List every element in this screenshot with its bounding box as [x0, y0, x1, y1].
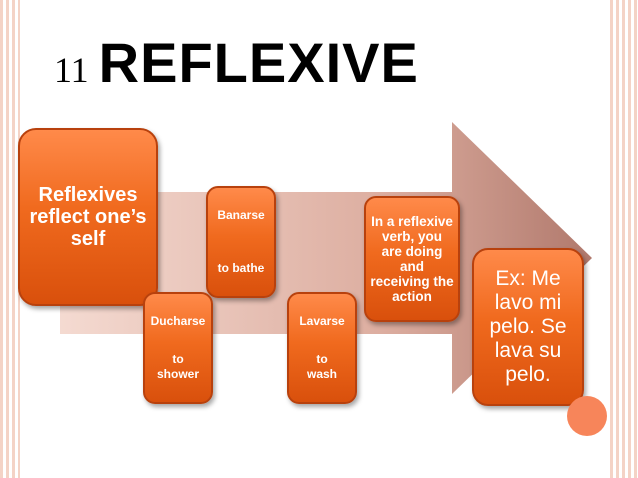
accent-dot: [567, 396, 607, 436]
slide-number: 11: [54, 50, 89, 90]
verb-box-banarse: Banarse to bathe: [206, 186, 276, 298]
verb-box-ducharse: Ducharse to shower: [143, 292, 213, 404]
verb-meaning: to wash: [306, 352, 337, 381]
verb-box-lavarse: Lavarse to wash: [287, 292, 357, 404]
verb-meaning: to bathe: [217, 261, 265, 275]
example-text: Ex: Me lavo mi pelo. Se lava su pelo.: [489, 267, 567, 386]
left-decorative-strip: [0, 0, 20, 478]
slide-header: 11 REFLEXIVE: [54, 30, 419, 95]
right-decorative-strip: [610, 0, 638, 478]
verb-label: Lavarse: [299, 314, 345, 328]
explanation-text: In a reflexive verb, you are doing and r…: [370, 214, 454, 304]
verb-label: Ducharse: [150, 314, 206, 328]
reflexives-definition-box: Reflexives reflect one’s self: [18, 128, 158, 306]
example-box: Ex: Me lavo mi pelo. Se lava su pelo.: [472, 248, 584, 406]
definition-text: Reflexives reflect one’s self: [29, 184, 147, 250]
reflexive-explanation-box: In a reflexive verb, you are doing and r…: [364, 196, 460, 322]
slide-title: REFLEXIVE: [98, 31, 419, 94]
verb-meaning: to shower: [156, 352, 199, 381]
verb-label: Banarse: [217, 208, 265, 222]
